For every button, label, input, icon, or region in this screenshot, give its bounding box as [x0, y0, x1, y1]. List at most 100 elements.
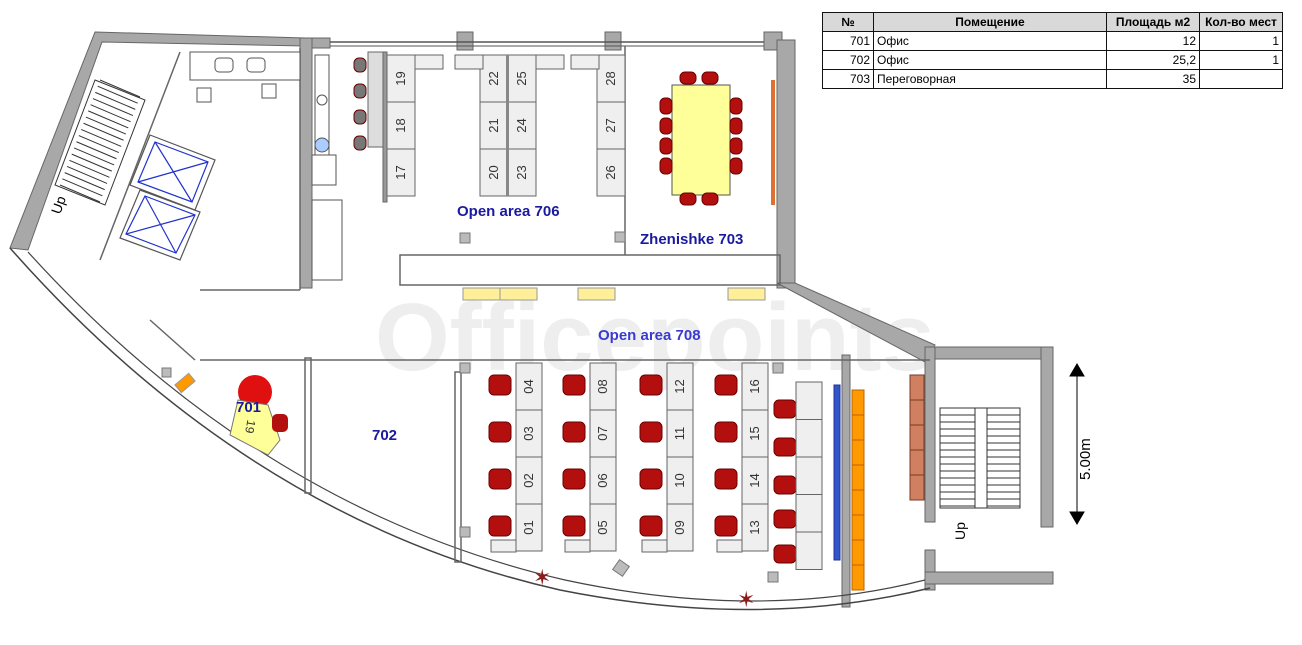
- desk-number: 02: [521, 473, 536, 487]
- whiteboard: [771, 80, 775, 205]
- chair-icon: [639, 468, 663, 490]
- desk[interactable]: 11: [666, 409, 694, 458]
- chair-icon: [729, 157, 743, 175]
- cell-room: Офис: [873, 31, 1107, 51]
- chair-icon: [353, 83, 367, 99]
- dimension-line: [1069, 363, 1085, 525]
- desk[interactable]: 27: [596, 101, 626, 150]
- chair-icon: [714, 468, 738, 490]
- desk[interactable]: 23: [507, 148, 537, 197]
- chair-icon: [562, 421, 586, 443]
- desk[interactable]: 14: [741, 456, 769, 505]
- chair-icon: [562, 468, 586, 490]
- curved-facade-inner: [27, 251, 926, 602]
- desk-number: 22: [486, 71, 501, 85]
- wall-east-703: [776, 39, 796, 289]
- desk-number: 15: [747, 426, 762, 440]
- desk-number: 13: [747, 520, 762, 534]
- desk[interactable]: 04: [515, 362, 543, 411]
- desk-number: 05: [595, 520, 610, 534]
- blue-board: [833, 384, 841, 561]
- chair-icon: [639, 421, 663, 443]
- stair-wall-east: [1040, 346, 1054, 528]
- desk[interactable]: 22: [479, 54, 509, 103]
- desk[interactable]: 24: [507, 101, 537, 150]
- desk-number: 14: [747, 473, 762, 487]
- chair-icon: [773, 475, 797, 495]
- chair-icon: [639, 374, 663, 396]
- desk[interactable]: 12: [666, 362, 694, 411]
- desk-number: 21: [486, 118, 501, 132]
- table-row: 703 Переговорная 35: [822, 69, 1283, 89]
- restroom-fixtures: [189, 51, 343, 281]
- desk-number: 28: [603, 71, 618, 85]
- desk[interactable]: 06: [589, 456, 617, 505]
- desk-number: 25: [514, 71, 529, 85]
- desk-number: 01: [521, 520, 536, 534]
- desk-number: 10: [672, 473, 687, 487]
- desk[interactable]: 08: [589, 362, 617, 411]
- desk[interactable]: 18: [386, 101, 416, 150]
- col-header-seats: Кол-во мест: [1199, 12, 1283, 32]
- cell-seats: 1: [1199, 31, 1283, 51]
- room-label-open-706: Open area 706: [457, 203, 560, 220]
- chair-icon: [488, 374, 512, 396]
- desk[interactable]: 26: [596, 148, 626, 197]
- desk[interactable]: 13: [741, 503, 769, 552]
- room-label-open-708: Open area 708: [598, 327, 701, 344]
- desk-number: 26: [603, 165, 618, 179]
- stair-wall-west: [924, 346, 936, 523]
- desk[interactable]: 05: [589, 503, 617, 552]
- stairs-left-up-label: Up: [48, 194, 69, 216]
- chair-icon: [659, 137, 673, 155]
- desk-number: 09: [672, 520, 687, 534]
- desk[interactable]: 10: [666, 456, 694, 505]
- room-label-703: Zhenishke 703: [640, 231, 743, 248]
- chair-icon: [701, 192, 719, 206]
- chair-icon: [773, 509, 797, 529]
- chair-icon: [714, 515, 738, 537]
- desk[interactable]: 21: [479, 101, 509, 150]
- desk[interactable]: 15: [741, 409, 769, 458]
- cell-seats: 1: [1199, 50, 1283, 70]
- desk-number: 11: [672, 427, 687, 441]
- plant-icon: ✶: [737, 587, 755, 612]
- desk[interactable]: 02: [515, 456, 543, 505]
- chair-icon: [729, 117, 743, 135]
- desk[interactable]: 19: [386, 54, 416, 103]
- desk-number: 27: [603, 118, 618, 132]
- chair-icon: [729, 97, 743, 115]
- desk[interactable]: 25: [507, 54, 537, 103]
- chair-icon: [714, 421, 738, 443]
- table-row: 702 Офис 25,2 1: [822, 50, 1283, 70]
- office-701-furniture: 19: [161, 367, 288, 456]
- chair-icon: [353, 57, 367, 73]
- chair-icon: [773, 437, 797, 457]
- cell-area: 35: [1106, 69, 1200, 89]
- column: [604, 31, 622, 51]
- desk[interactable]: 17: [386, 148, 416, 197]
- columns-interior: [459, 231, 784, 583]
- desk[interactable]: 28: [596, 54, 626, 103]
- desk[interactable]: 20: [479, 148, 509, 197]
- desk-number: 04: [521, 379, 536, 393]
- chair-icon: [773, 544, 797, 564]
- chair-icon: [488, 421, 512, 443]
- desk[interactable]: 01: [515, 503, 543, 552]
- cell-number: 703: [822, 69, 874, 89]
- desk-number: 03: [521, 426, 536, 440]
- stair-wall-top: [924, 346, 1054, 360]
- storage-right: [851, 374, 925, 591]
- desk[interactable]: 09: [666, 503, 694, 552]
- desk-number: 17: [393, 165, 408, 179]
- chair-icon: [773, 399, 797, 419]
- stairs-right: [939, 407, 1021, 509]
- cell-room: Переговорная: [873, 69, 1107, 89]
- desk[interactable]: 16: [741, 362, 769, 411]
- chair-icon: [659, 157, 673, 175]
- chair-icon: [679, 71, 697, 85]
- desk[interactable]: 07: [589, 409, 617, 458]
- desk[interactable]: 03: [515, 409, 543, 458]
- chair-icon: [353, 135, 367, 151]
